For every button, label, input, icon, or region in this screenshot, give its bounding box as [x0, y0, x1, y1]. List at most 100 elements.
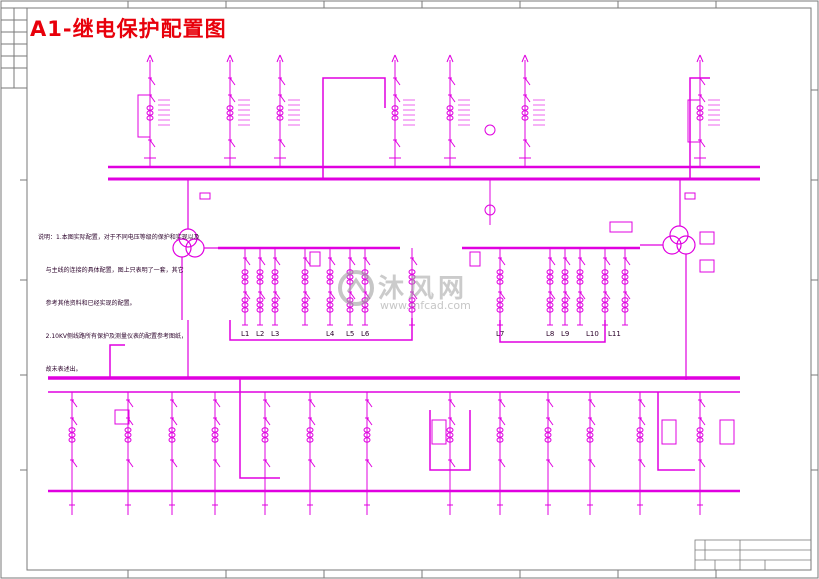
breaker-blade: [279, 139, 286, 148]
breaker-blade: [394, 94, 401, 103]
ct-coil: [256, 297, 264, 303]
lower-feeder: [68, 392, 78, 515]
lower-feeder: [696, 392, 706, 515]
ct-coil: [391, 110, 399, 116]
ct-coil: [241, 279, 249, 285]
ct-coil: [241, 274, 249, 280]
breaker-blade: [624, 291, 631, 300]
mid-feeder: [271, 248, 281, 326]
ct-coil: [124, 432, 132, 438]
breaker-blade: [366, 459, 373, 468]
breaker-blade: [264, 417, 271, 426]
breaker-blade: [589, 417, 596, 426]
breaker-blade: [71, 399, 78, 408]
mid-feeder: [361, 248, 371, 326]
lower-feeder: [636, 392, 646, 515]
ct-coil: [544, 432, 552, 438]
ct-coil: [168, 427, 176, 433]
ct-coil: [586, 437, 594, 443]
ct-coil: [561, 269, 569, 275]
breaker-blade: [604, 257, 611, 266]
breaker-blade: [449, 417, 456, 426]
ct-coil: [546, 307, 554, 313]
breaker-blade: [264, 399, 271, 408]
relay-panel: [469, 251, 481, 267]
ct-coil: [124, 437, 132, 443]
breaker-blade: [309, 399, 316, 408]
breaker-blade: [309, 459, 316, 468]
ct-coil: [271, 307, 279, 313]
breaker-blade: [329, 291, 336, 300]
ct-coil: [636, 427, 644, 433]
breaker-blade: [547, 459, 554, 468]
ct-coil: [496, 427, 504, 433]
ct-coil: [446, 437, 454, 443]
ct-coil: [496, 307, 504, 313]
breaker-blade: [71, 417, 78, 426]
ct-coil: [326, 302, 334, 308]
arrow-mark: [226, 54, 231, 63]
breaker-blade: [394, 77, 401, 86]
ct-coil: [496, 274, 504, 280]
relay-panel: [661, 419, 677, 445]
ct-coil: [241, 302, 249, 308]
relay-panel: [609, 221, 633, 233]
relay-panel: [687, 99, 701, 143]
upper-feeder: [444, 54, 470, 167]
relay-panel: [719, 419, 735, 445]
fuse-box: [199, 192, 211, 200]
ct-coil: [391, 105, 399, 111]
breaker-blade: [639, 459, 646, 468]
breaker-blade: [244, 291, 251, 300]
ct-coil: [446, 115, 454, 121]
ct-coil: [408, 274, 416, 280]
upper-feeder: [274, 54, 300, 167]
relay-panel: [699, 259, 715, 273]
ct-coil: [576, 279, 584, 285]
breaker-blade: [449, 94, 456, 103]
ct-coil: [636, 432, 644, 438]
ct-coil: [621, 307, 629, 313]
breaker-blade: [639, 417, 646, 426]
ct-coil: [446, 105, 454, 111]
ct-coil: [306, 427, 314, 433]
ct-coil: [576, 269, 584, 275]
ct-coil: [546, 269, 554, 275]
ct-coil: [621, 297, 629, 303]
ct-coil: [346, 307, 354, 313]
arrow-mark: [391, 54, 396, 63]
ct-coil: [521, 110, 529, 116]
ct-coil: [621, 302, 629, 308]
arrow-mark: [449, 54, 454, 63]
mid-feeder: [241, 248, 251, 326]
breaker-blade: [244, 257, 251, 266]
breaker-blade: [499, 399, 506, 408]
lower-feeders: [68, 392, 735, 515]
pt-symbol: [484, 124, 496, 136]
ct-coil: [496, 437, 504, 443]
arrow-mark: [521, 54, 526, 63]
page-title: A1-继电保护配置图: [30, 17, 227, 41]
ct-coil: [241, 297, 249, 303]
ct-coil: [363, 437, 371, 443]
ct-coil: [586, 432, 594, 438]
ct-coil: [601, 302, 609, 308]
ct-coil: [326, 307, 334, 313]
ct-coil: [496, 432, 504, 438]
ct-coil: [408, 279, 416, 285]
ct-coil: [544, 437, 552, 443]
ct-coil: [271, 297, 279, 303]
note-line: 故未表述出。: [38, 366, 82, 373]
ct-coil: [211, 432, 219, 438]
lower-feeder: [211, 392, 221, 515]
relay-panel: [431, 419, 447, 445]
ct-coil: [621, 274, 629, 280]
ct-coil: [168, 432, 176, 438]
mid-feeder: [561, 248, 571, 326]
breaker-blade: [624, 257, 631, 266]
breaker-blade: [604, 291, 611, 300]
ct-coil: [544, 427, 552, 433]
arrow-mark: [279, 54, 284, 63]
breaker-blade: [547, 417, 554, 426]
breaker-blade: [264, 459, 271, 468]
